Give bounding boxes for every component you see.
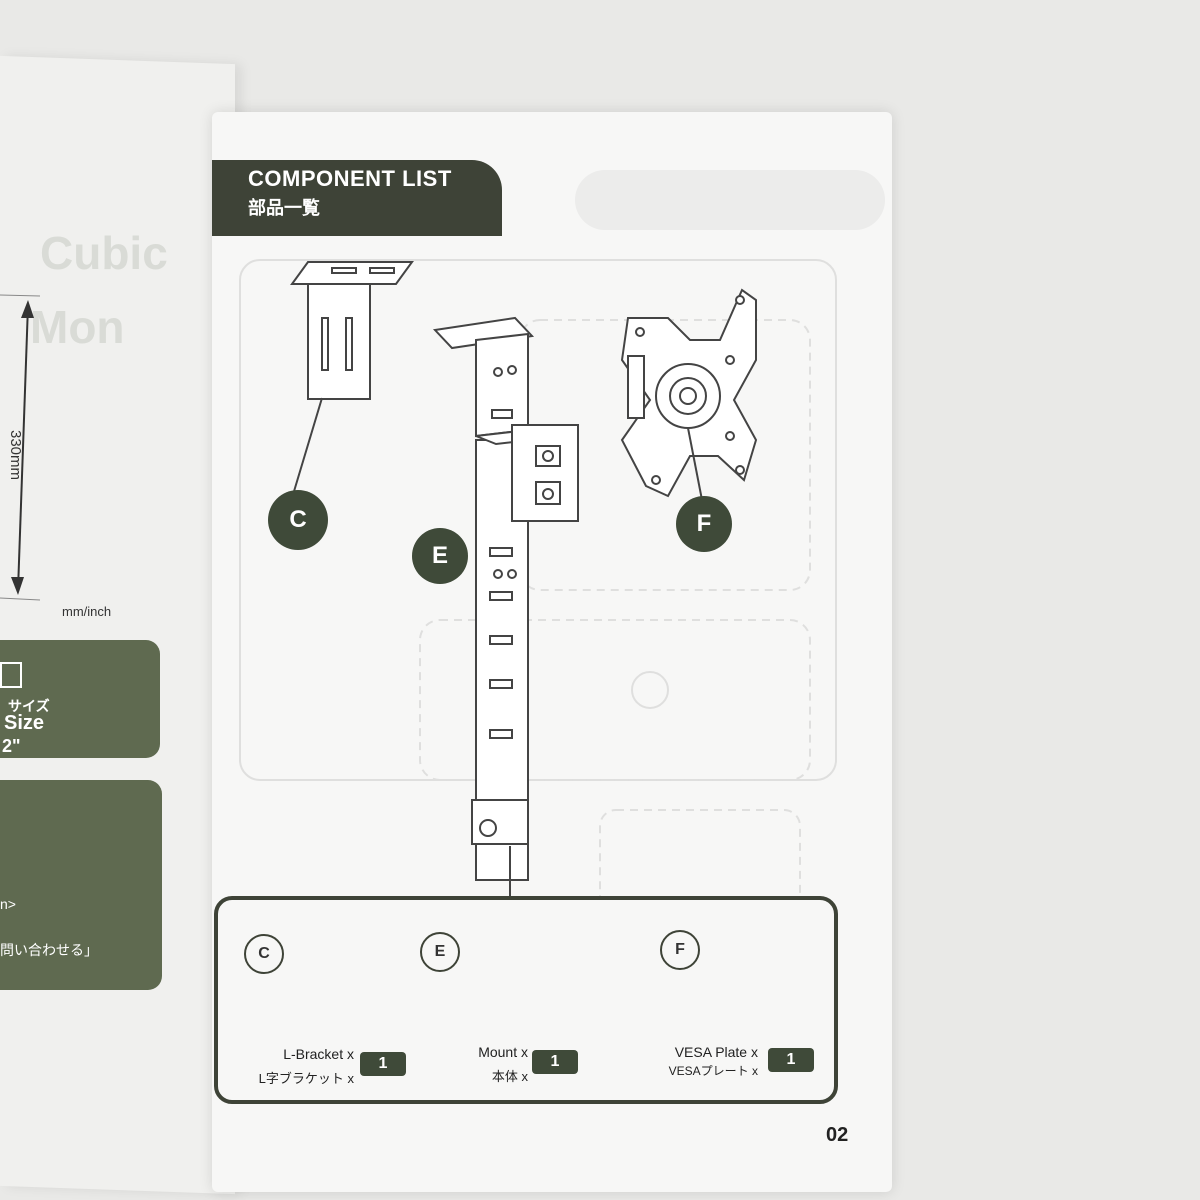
item-f-label: F <box>660 930 700 970</box>
l-bracket-drawing <box>290 261 414 400</box>
callout-e: E <box>412 528 468 584</box>
left-title-2: Mon <box>30 301 125 353</box>
component-summary-box <box>214 896 838 1104</box>
page-title: COMPONENT LIST <box>248 166 452 191</box>
screen-icon <box>0 662 22 688</box>
item-e-qty: 1 <box>532 1050 578 1074</box>
size-label-jp: サイズ <box>8 698 50 714</box>
info-text-1: n> <box>0 896 16 912</box>
item-c-qty: 1 <box>360 1052 406 1076</box>
vesa-plate-drawing <box>620 288 758 498</box>
item-c-name-en: L-Bracket x <box>283 1046 354 1062</box>
mount-drawing <box>432 316 579 881</box>
units-label: mm/inch <box>62 604 112 619</box>
item-c-label: C <box>244 934 284 974</box>
page-number: 02 <box>826 1124 849 1146</box>
item-e-label: E <box>420 932 460 972</box>
item-e-name-en: Mount x <box>478 1044 528 1060</box>
info-box <box>0 780 162 990</box>
callout-c: C <box>268 490 328 550</box>
callout-f: F <box>676 496 732 552</box>
item-f-qty: 1 <box>768 1048 814 1072</box>
size-info-box <box>0 640 160 758</box>
size-value: 2" <box>2 736 21 756</box>
item-f-name-jp: VESAプレート x <box>668 1064 758 1078</box>
info-text-2: 問い合わせる」 <box>0 942 98 958</box>
size-label-en: Size <box>4 712 45 734</box>
item-c-name-jp: L字ブラケット x <box>258 1071 354 1086</box>
page-subtitle: 部品一覧 <box>248 198 320 218</box>
item-e-name-jp: 本体 x <box>491 1069 528 1084</box>
item-f-name-en: VESA Plate x <box>674 1044 758 1060</box>
left-title-1: Cubic <box>40 227 168 279</box>
